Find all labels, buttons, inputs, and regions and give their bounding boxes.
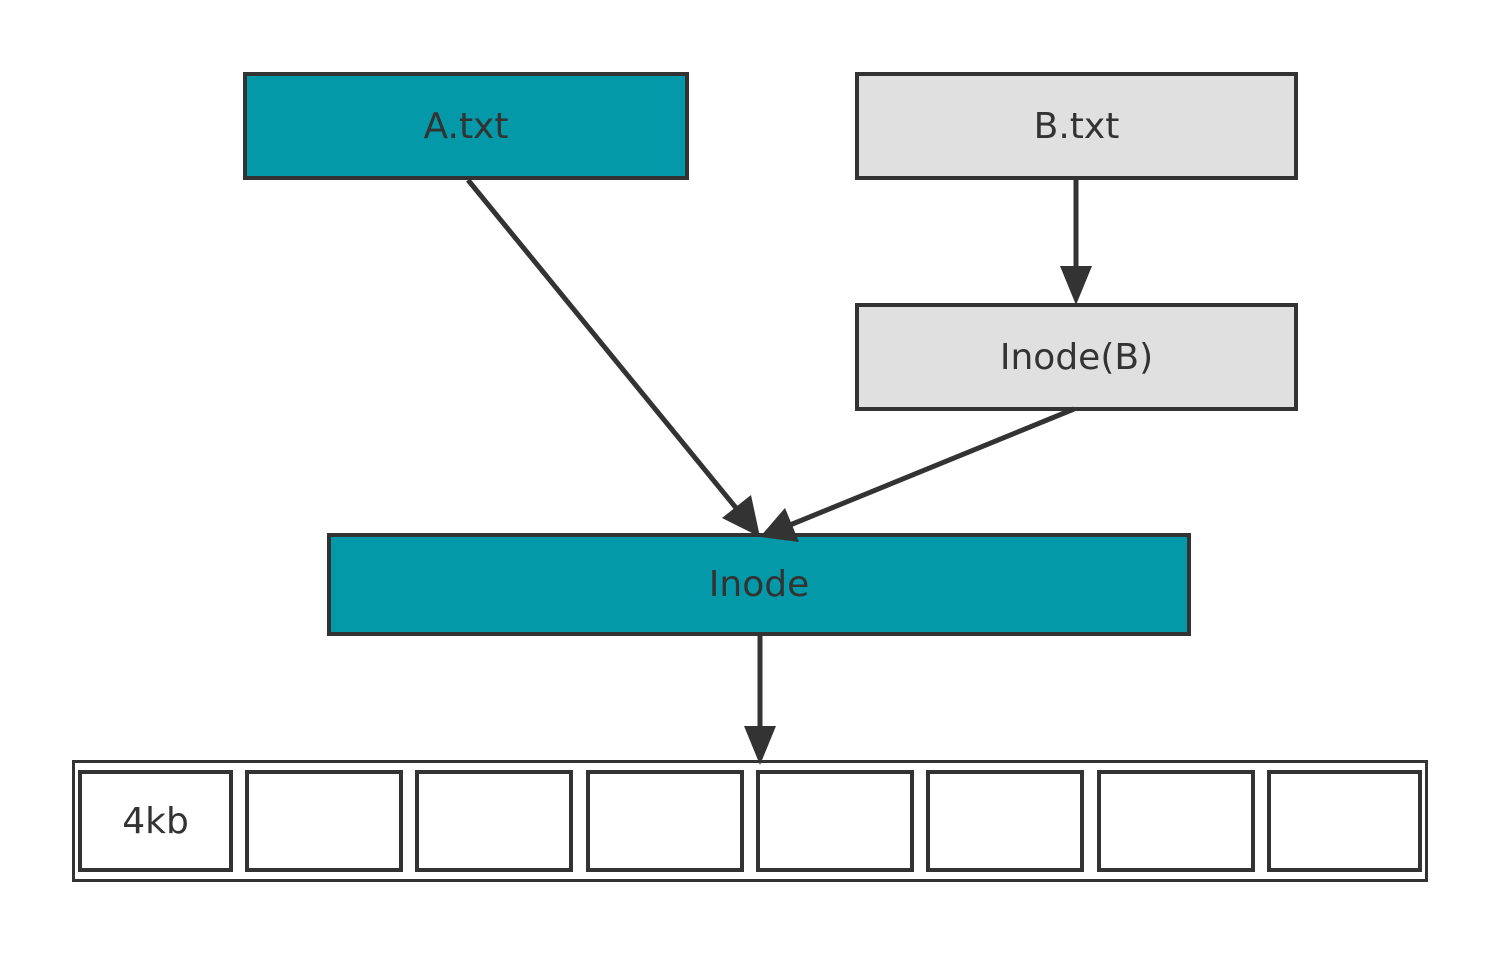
data-block-1: 4kb bbox=[78, 770, 233, 872]
node-b-txt: B.txt bbox=[855, 72, 1298, 180]
data-block-8 bbox=[1267, 770, 1422, 872]
data-block-3 bbox=[415, 770, 573, 872]
arrow-inode-b-to-inode bbox=[760, 406, 1075, 542]
data-block-2 bbox=[245, 770, 403, 872]
data-block-7 bbox=[1097, 770, 1255, 872]
arrow-a-txt-to-inode bbox=[466, 178, 760, 537]
node-a-txt: A.txt bbox=[243, 72, 689, 180]
node-inode: Inode bbox=[327, 533, 1191, 636]
arrow-b-txt-to-inode-b bbox=[1060, 180, 1092, 305]
data-block-4 bbox=[586, 770, 744, 872]
data-block-1-label: 4kb bbox=[122, 800, 189, 842]
data-block-5 bbox=[756, 770, 914, 872]
arrow-inode-to-blocks bbox=[744, 636, 776, 765]
node-inode-b-label: Inode(B) bbox=[999, 336, 1154, 378]
node-inode-b: Inode(B) bbox=[855, 303, 1298, 411]
node-a-txt-label: A.txt bbox=[423, 105, 509, 147]
data-block-strip: 4kb bbox=[72, 760, 1428, 882]
node-inode-label: Inode bbox=[708, 564, 810, 605]
data-block-6 bbox=[926, 770, 1084, 872]
node-b-txt-label: B.txt bbox=[1033, 105, 1120, 147]
